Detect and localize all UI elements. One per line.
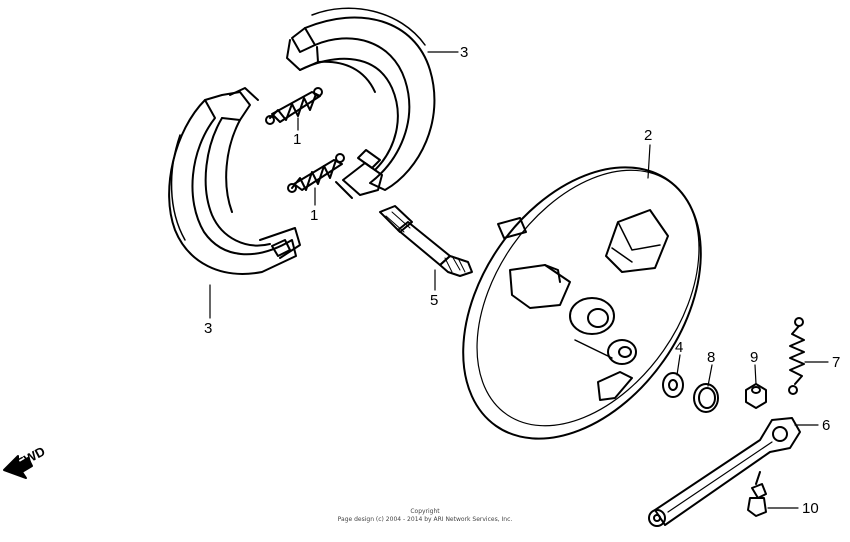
brake-shoe-lower	[168, 87, 301, 275]
copyright-line-2: Page design (c) 2004 - 2014 by ARI Netwo…	[337, 516, 513, 523]
callout-1-lower: 1	[310, 207, 318, 224]
callout-4: 4	[675, 339, 683, 356]
return-spring-upper	[265, 87, 323, 125]
fwd-arrow-icon	[3, 455, 33, 479]
brake-arm-bolt	[747, 471, 767, 517]
callout-2: 2	[644, 127, 652, 144]
callout-1-upper: 1	[293, 131, 301, 148]
hex-nut	[745, 383, 767, 409]
callout-8: 8	[707, 349, 715, 366]
o-ring	[693, 383, 719, 413]
seal-washer	[662, 372, 684, 398]
brake-arm	[648, 417, 801, 527]
callout-5: 5	[430, 292, 438, 309]
brake-cam	[379, 205, 473, 277]
callout-7: 7	[832, 354, 840, 371]
callout-10: 10	[802, 500, 819, 517]
leader-lines	[209, 51, 829, 509]
brake-arm-spring	[788, 317, 805, 395]
return-spring-lower	[287, 153, 345, 193]
brake-shoe-upper	[286, 7, 436, 199]
callout-3-upper: 3	[460, 44, 468, 61]
brake-panel	[462, 166, 702, 440]
callout-3-lower: 3	[204, 320, 212, 337]
callout-6: 6	[822, 417, 830, 434]
copyright-line-1: Copyright	[410, 508, 440, 515]
callout-9: 9	[750, 349, 758, 366]
